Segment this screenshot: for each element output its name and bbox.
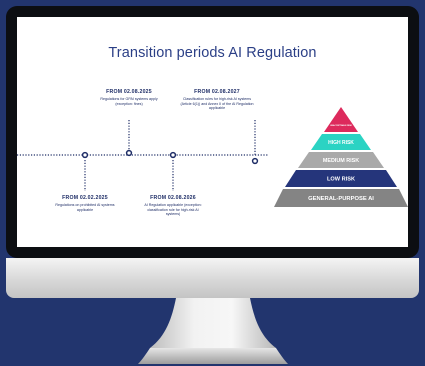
stand-neck bbox=[150, 298, 276, 348]
event-description: Regulations on prohibited AI systems app… bbox=[55, 203, 115, 212]
timeline-event-prohibited: FROM 02.02.2025 Regulations on prohibite… bbox=[55, 195, 115, 212]
pyramid-level-gpai bbox=[274, 189, 408, 207]
monitor-chin bbox=[6, 258, 419, 298]
pyramid-level-medium bbox=[298, 152, 384, 168]
pyramid-level-unacceptable bbox=[324, 107, 358, 132]
pyramid-level-high bbox=[311, 134, 371, 150]
stand-base bbox=[138, 348, 288, 364]
risk-pyramid: UNACCEPTABLE RISK HIGH RISK MEDIUM RISK … bbox=[274, 107, 408, 207]
monitor-stand bbox=[138, 298, 288, 364]
timeline-graphic: UNACCEPTABLE RISK HIGH RISK MEDIUM RISK … bbox=[17, 107, 408, 207]
event-date: FROM 02.02.2025 bbox=[62, 195, 108, 201]
pyramid-label-high: HIGH RISK bbox=[328, 140, 354, 146]
timeline-marker bbox=[125, 149, 133, 157]
slide-title: Transition periods AI Regulation bbox=[108, 45, 317, 61]
pyramid-label-low: LOW RISK bbox=[327, 177, 355, 183]
timeline-event-ai-regulation: FROM 02.08.2026 AI Regulation applicable… bbox=[141, 195, 205, 217]
timeline-event-highrisk-classification: FROM 02.08.2027 Classification rules for… bbox=[179, 89, 255, 111]
event-description: AI Regulation applicable (exception: cla… bbox=[144, 203, 202, 217]
event-date: FROM 02.08.2027 bbox=[194, 89, 240, 95]
event-description: Classification rules for high-risk AI sy… bbox=[180, 97, 254, 111]
pyramid-label-gpai: GENERAL-PURPOSE AI bbox=[308, 196, 374, 202]
event-description: Regulations for GPAI systems apply (exce… bbox=[100, 97, 158, 106]
timeline-marker bbox=[81, 151, 89, 159]
pyramid-label-medium: MEDIUM RISK bbox=[323, 158, 359, 164]
event-date: FROM 02.08.2026 bbox=[150, 195, 196, 201]
monitor-screen: Transition periods AI Regulation UNACCEP… bbox=[17, 17, 408, 247]
event-date: FROM 02.08.2025 bbox=[106, 89, 152, 95]
monitor-bezel: Transition periods AI Regulation UNACCEP… bbox=[6, 6, 419, 258]
timeline-event-gpai: FROM 02.08.2025 Regulations for GPAI sys… bbox=[99, 89, 159, 106]
pyramid-level-low bbox=[285, 170, 397, 187]
timeline-marker bbox=[251, 157, 259, 165]
pyramid-label-unacceptable: UNACCEPTABLE RISK bbox=[330, 124, 352, 127]
timeline-marker bbox=[169, 151, 177, 159]
